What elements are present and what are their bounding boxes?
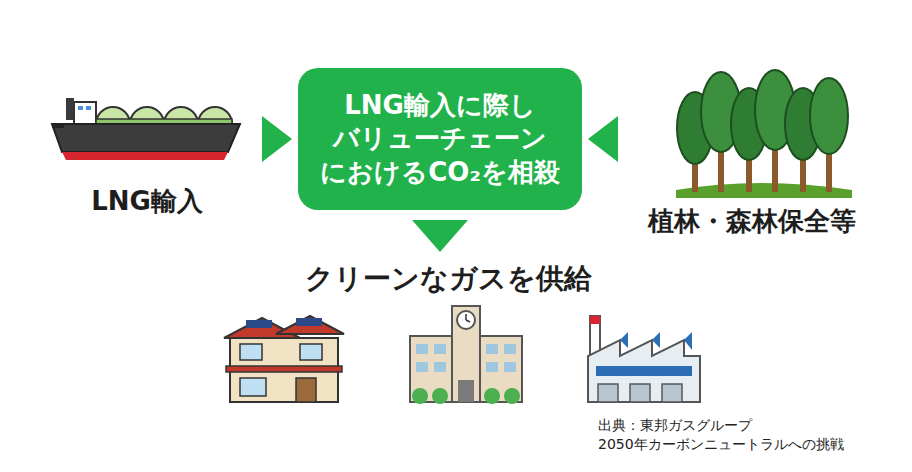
lng-ship [52, 98, 240, 160]
flow-arrow [412, 220, 468, 252]
node-label: LNG輸入 [91, 185, 203, 218]
node-label: LNG輸入に際し バリューチェーン におけるCO₂を相殺 [310, 89, 570, 189]
source-note: 出典：東邦ガスグループ 2050年カーボンニュートラルへの挑戦 [598, 416, 904, 454]
house [224, 316, 344, 402]
supply-node: クリーンなガスを供給 [272, 256, 624, 302]
node-label: クリーンなガスを供給 [305, 261, 592, 297]
import-node: LNG輸入 [40, 80, 254, 222]
flow-arrow [262, 116, 292, 162]
arrow-head [262, 116, 292, 162]
factory [588, 316, 700, 402]
arrow-head [588, 116, 618, 162]
forest [676, 70, 852, 198]
flow-arrow [588, 116, 618, 162]
school [410, 306, 522, 404]
forest-node: 植林・森林保全等 [630, 80, 874, 242]
node-label: 植林・森林保全等 [648, 205, 856, 238]
offset-box: LNG輸入に際し バリューチェーン におけるCO₂を相殺 [298, 68, 582, 210]
arrow-head [412, 220, 468, 252]
